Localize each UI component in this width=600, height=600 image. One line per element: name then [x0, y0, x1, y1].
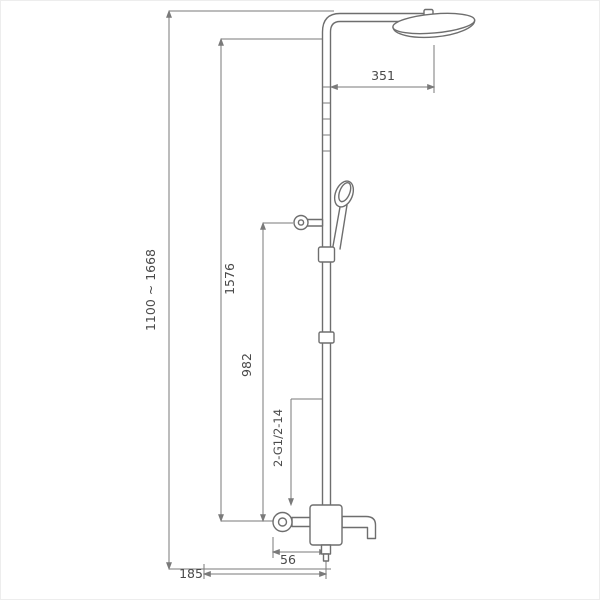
head-disc: [392, 12, 476, 39]
dimension-thread-callout: 2-G1/2-14: [271, 398, 322, 507]
dimension-arm-reach: 351: [329, 45, 436, 93]
dim-label-height-to-hand-shower: 982: [239, 353, 254, 377]
shower-head: [392, 8, 476, 39]
dimension-height-to-hand-shower: 982: [239, 221, 293, 523]
slider-bracket: [317, 246, 336, 263]
shower-fixture: [272, 8, 476, 562]
mixer-handle-knob: [272, 511, 293, 533]
dim-label-overall-height: 1100 ~ 1668: [143, 249, 158, 331]
mixer-assembly: [272, 504, 377, 562]
height-adjust-notches: [323, 86, 330, 152]
dimension-base-offset: 185: [179, 559, 328, 581]
pipe-inner-line: [329, 20, 427, 507]
dim-label-arm-reach: 351: [371, 68, 395, 83]
dim-label-height-to-head: 1576: [222, 263, 237, 295]
dim-label-thread-callout: 2-G1/2-14: [271, 409, 285, 467]
handle-edge: [339, 204, 348, 250]
dim-label-handle-offset: 56: [280, 552, 296, 567]
mixer-body: [309, 504, 343, 546]
holder-knob-center: [297, 219, 305, 226]
bottom-outlet: [320, 544, 332, 555]
handle-edge: [331, 206, 341, 250]
dimension-overall-height: 1100 ~ 1668: [143, 9, 334, 571]
mixer-handle-center: [277, 517, 288, 527]
head-rim: [392, 19, 476, 39]
hand-shower-head: [333, 180, 355, 208]
head-face: [392, 12, 476, 35]
pipe-coupling: [318, 331, 335, 344]
dim-label-base-offset: 185: [179, 566, 203, 581]
riser-pipe: [318, 12, 427, 507]
bottom-outlet-tip: [322, 553, 330, 562]
handle-stem: [291, 516, 313, 528]
tub-spout: [341, 515, 377, 540]
holder-knob: [293, 214, 309, 231]
hand-shower: [293, 180, 355, 263]
pipe-outer-line: [321, 12, 427, 507]
